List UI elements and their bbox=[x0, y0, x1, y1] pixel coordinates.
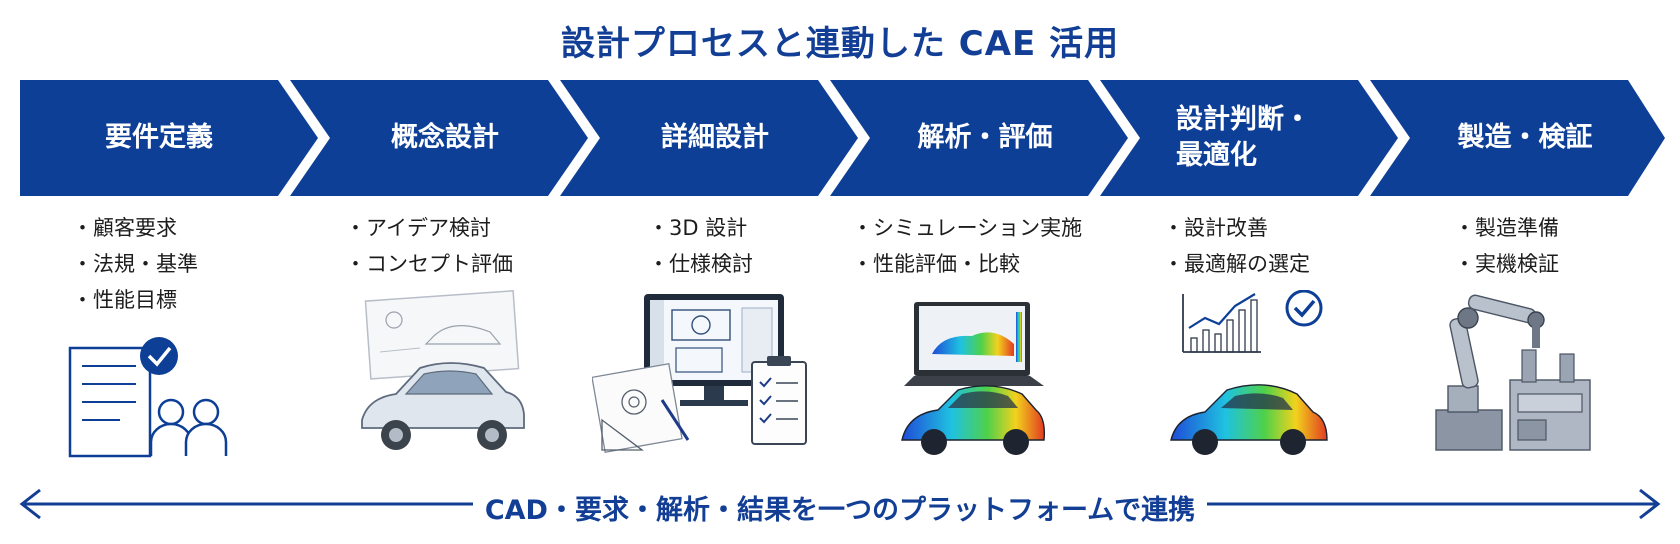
optimization-chart-icon bbox=[1170, 290, 1328, 455]
bullet-item: 顧客要求 bbox=[72, 210, 198, 246]
bullet-item: シミュレーション実施 bbox=[852, 210, 1082, 246]
bullets-detail-design: 3D 設計 仕様検討 bbox=[648, 210, 753, 282]
stage-label-optimization: 設計判断・ 最適化 bbox=[1176, 103, 1311, 171]
page-title: 設計プロセスと連動した CAE 活用 bbox=[560, 24, 1120, 64]
bullets-optimization: 設計改善 最適解の選定 bbox=[1163, 210, 1310, 282]
bullet-item: 製造準備 bbox=[1454, 210, 1559, 246]
stage-label-detail-design: 詳細設計 bbox=[661, 121, 769, 153]
bullet-item: 法規・基準 bbox=[72, 246, 198, 282]
bullets-manufacturing: 製造準備 実機検証 bbox=[1454, 210, 1559, 282]
stage-label-concept-design: 概念設計 bbox=[391, 121, 499, 153]
stage-label-manufacturing: 製造・検証 bbox=[1457, 121, 1593, 153]
bullets-analysis: シミュレーション実施 性能評価・比較 bbox=[852, 210, 1082, 282]
chevron-stage-1 bbox=[20, 80, 318, 196]
chevron-stage-2 bbox=[290, 80, 588, 196]
requirements-document-icon bbox=[68, 337, 228, 458]
bullet-item: コンセプト評価 bbox=[345, 246, 513, 282]
chevron-stage-6 bbox=[1370, 80, 1665, 196]
chevron-stage-3 bbox=[560, 80, 858, 196]
chevron-stage-5 bbox=[1100, 80, 1398, 196]
bullets-requirements: 顧客要求 法規・基準 性能目標 bbox=[72, 210, 198, 318]
cad-monitor-icon bbox=[592, 294, 807, 453]
bullets-concept-design: アイデア検討 コンセプト評価 bbox=[345, 210, 513, 282]
footer-caption-text: CAD・要求・解析・結果を一つのプラットフォームで連携 bbox=[472, 495, 1208, 526]
bullet-item: 最適解の選定 bbox=[1163, 246, 1310, 282]
bullet-item: 実機検証 bbox=[1454, 246, 1559, 282]
concept-car-sketch-icon bbox=[361, 290, 525, 450]
bullet-item: アイデア検討 bbox=[345, 210, 513, 246]
bullet-item: 性能評価・比較 bbox=[852, 246, 1082, 282]
bullet-item: 設計改善 bbox=[1163, 210, 1310, 246]
chevron-stage-4 bbox=[830, 80, 1128, 196]
stage-label-analysis: 解析・評価 bbox=[917, 121, 1053, 153]
footer-caption: CAD・要求・解析・結果を一つのプラットフォームで連携 bbox=[0, 488, 1680, 527]
process-chevron-bar bbox=[20, 80, 1665, 196]
fea-laptop-icon bbox=[901, 302, 1046, 455]
bullet-item: 3D 設計 bbox=[648, 210, 753, 246]
bullet-item: 性能目標 bbox=[72, 282, 198, 318]
stage-label-requirements: 要件定義 bbox=[105, 121, 213, 153]
bullet-item: 仕様検討 bbox=[648, 246, 753, 282]
robot-arm-icon bbox=[1435, 294, 1591, 451]
